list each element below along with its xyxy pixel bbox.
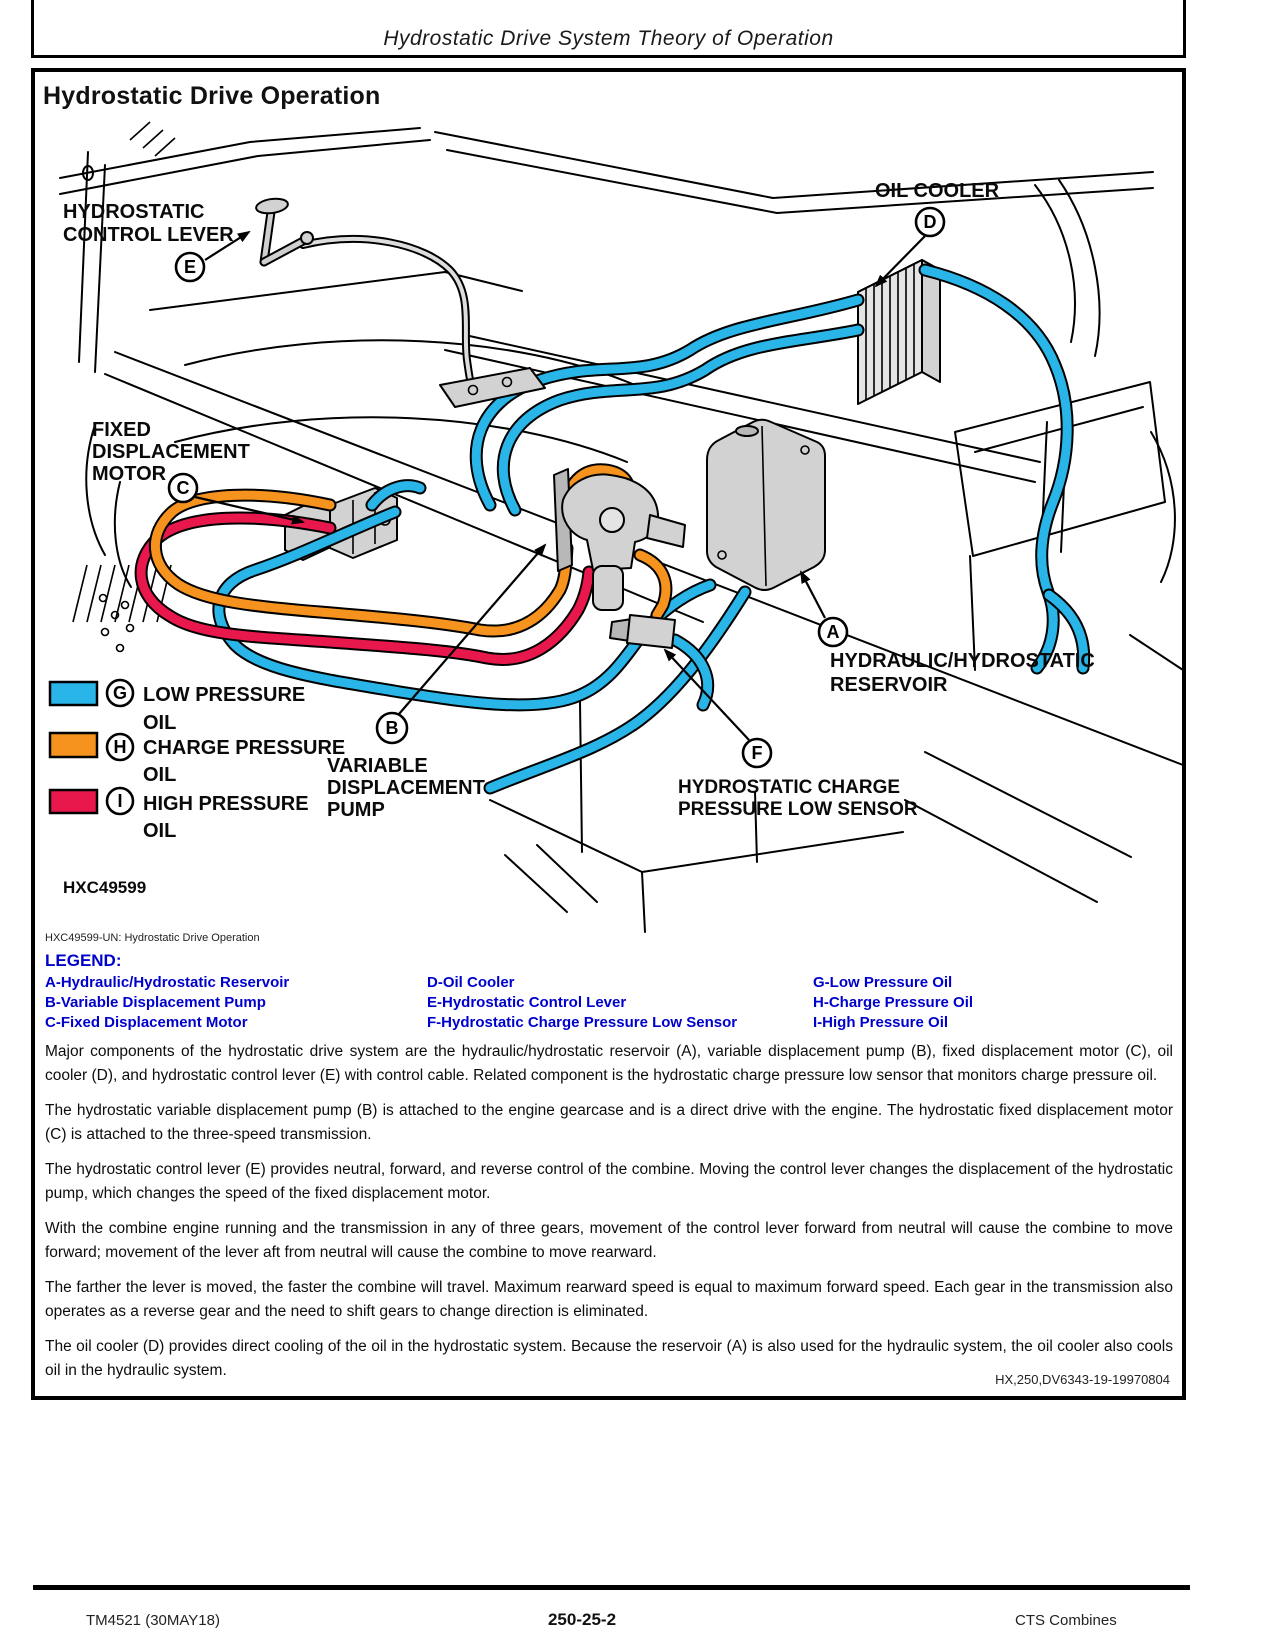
legend-item: F-Hydrostatic Charge Pressure Low Sensor	[427, 1014, 738, 1031]
pump-component	[553, 468, 686, 611]
legend-item: B-Variable Displacement Pump	[45, 994, 266, 1011]
paragraph: The hydrostatic control lever (E) provid…	[45, 1161, 1173, 1202]
label-sensor: HYDROSTATIC CHARGE	[678, 777, 900, 798]
legend-item: I-High Pressure Oil	[813, 1014, 949, 1031]
legend-item: A-Hydraulic/Hydrostatic Reservoir	[45, 974, 290, 991]
footer-model: CTS Combines	[1015, 1612, 1117, 1629]
legend-item: H-Charge Pressure Oil	[813, 994, 974, 1011]
legend-column-2: D-Oil Cooler E-Hydrostatic Control Lever…	[427, 973, 737, 1033]
footer-rule	[33, 1585, 1190, 1590]
oil-cooler-component	[857, 259, 941, 405]
callout-arrows	[194, 230, 926, 741]
oil-color-legend: G LOW PRESSURE OIL H CHARGE PRESSURE OIL…	[48, 678, 345, 842]
footer-manual-number: TM4521 (30MAY18)	[86, 1612, 220, 1629]
label-fixed-motor: FIXED	[92, 419, 151, 441]
callout-letter-d: D	[924, 212, 937, 232]
low-pressure-swatch	[48, 680, 99, 707]
figure-caption: HXC49599-UN: Hydrostatic Drive Operation	[45, 932, 260, 944]
high-pressure-hose	[134, 511, 596, 666]
oil-legend-letter-h: H	[114, 737, 127, 757]
callout-letter-e: E	[184, 257, 196, 277]
reservoir-component	[706, 418, 826, 591]
control-lever-component	[255, 197, 546, 408]
body-text: Major components of the hydrostatic driv…	[45, 1040, 1173, 1394]
legend-item: D-Oil Cooler	[427, 974, 515, 991]
legend-column-1: A-Hydraulic/Hydrostatic Reservoir B-Vari…	[45, 973, 289, 1033]
paragraph: The farther the lever is moved, the fast…	[45, 1279, 1173, 1320]
svg-text:DISPLACEMENT: DISPLACEMENT	[327, 777, 485, 799]
svg-text:PRESSURE LOW SENSOR: PRESSURE LOW SENSOR	[678, 799, 918, 820]
svg-text:MOTOR: MOTOR	[92, 463, 167, 485]
figure-image-code: HXC49599	[63, 878, 146, 897]
paragraph: With the combine engine running and the …	[45, 1220, 1173, 1261]
label-control-lever: HYDROSTATIC	[63, 201, 204, 223]
paragraph: The oil cooler (D) provides direct cooli…	[45, 1338, 1173, 1379]
legend-column-3: G-Low Pressure Oil H-Charge Pressure Oil…	[813, 973, 973, 1033]
footer-page-number: 250-25-2	[547, 1610, 617, 1629]
svg-text:OIL: OIL	[143, 712, 176, 734]
high-pressure-swatch	[48, 788, 99, 815]
callout-letter-f: F	[752, 743, 763, 763]
label-reservoir: HYDRAULIC/HYDROSTATIC	[830, 650, 1095, 672]
paragraph: The hydrostatic variable displacement pu…	[45, 1102, 1173, 1143]
running-header-title: Hydrostatic Drive System Theory of Opera…	[383, 27, 834, 50]
callout-labels: HYDROSTATIC CONTROL LEVER OIL COOLER FIX…	[63, 180, 1095, 821]
oil-legend-letter-g: G	[113, 683, 127, 703]
svg-text:HIGH PRESSURE: HIGH PRESSURE	[143, 793, 309, 815]
svg-text:PUMP: PUMP	[327, 799, 385, 821]
legend-item: E-Hydrostatic Control Lever	[427, 994, 627, 1011]
svg-text:OIL: OIL	[143, 764, 176, 786]
content-box: Hydrostatic Drive Operation	[31, 68, 1186, 1400]
svg-text:OIL: OIL	[143, 820, 176, 842]
svg-text:LOW PRESSURE: LOW PRESSURE	[143, 684, 305, 706]
callout-letter-c: C	[177, 478, 190, 498]
label-pump: VARIABLE	[327, 755, 428, 777]
svg-text:CONTROL LEVER: CONTROL LEVER	[63, 224, 234, 246]
hydrostatic-drive-diagram: E D C A B F HYDROSTATIC CONTROL LEVER OI…	[48, 121, 1184, 933]
charge-pressure-swatch	[48, 731, 99, 759]
callout-letters: E D C A B F	[167, 206, 946, 769]
oil-legend-letter-i: I	[117, 791, 122, 811]
page-title: Hydrostatic Drive Operation	[43, 82, 381, 110]
label-oil-cooler: OIL COOLER	[875, 180, 1000, 202]
svg-text:RESERVOIR: RESERVOIR	[830, 674, 948, 696]
callout-letter-b: B	[386, 718, 399, 738]
svg-text:CHARGE PRESSURE: CHARGE PRESSURE	[143, 737, 345, 759]
svg-text:DISPLACEMENT: DISPLACEMENT	[92, 441, 250, 463]
callout-letter-a: A	[827, 622, 840, 642]
paragraph: Major components of the hydrostatic driv…	[45, 1043, 1173, 1084]
document-reference-code: HX,250,DV6343-19-19970804	[995, 1372, 1170, 1387]
legend-item: G-Low Pressure Oil	[813, 974, 953, 991]
legend-item: C-Fixed Displacement Motor	[45, 1014, 248, 1031]
sensor-component	[609, 614, 676, 649]
legend-heading: LEGEND:	[45, 951, 122, 970]
running-header-box: Hydrostatic Drive System Theory of Opera…	[31, 0, 1186, 58]
